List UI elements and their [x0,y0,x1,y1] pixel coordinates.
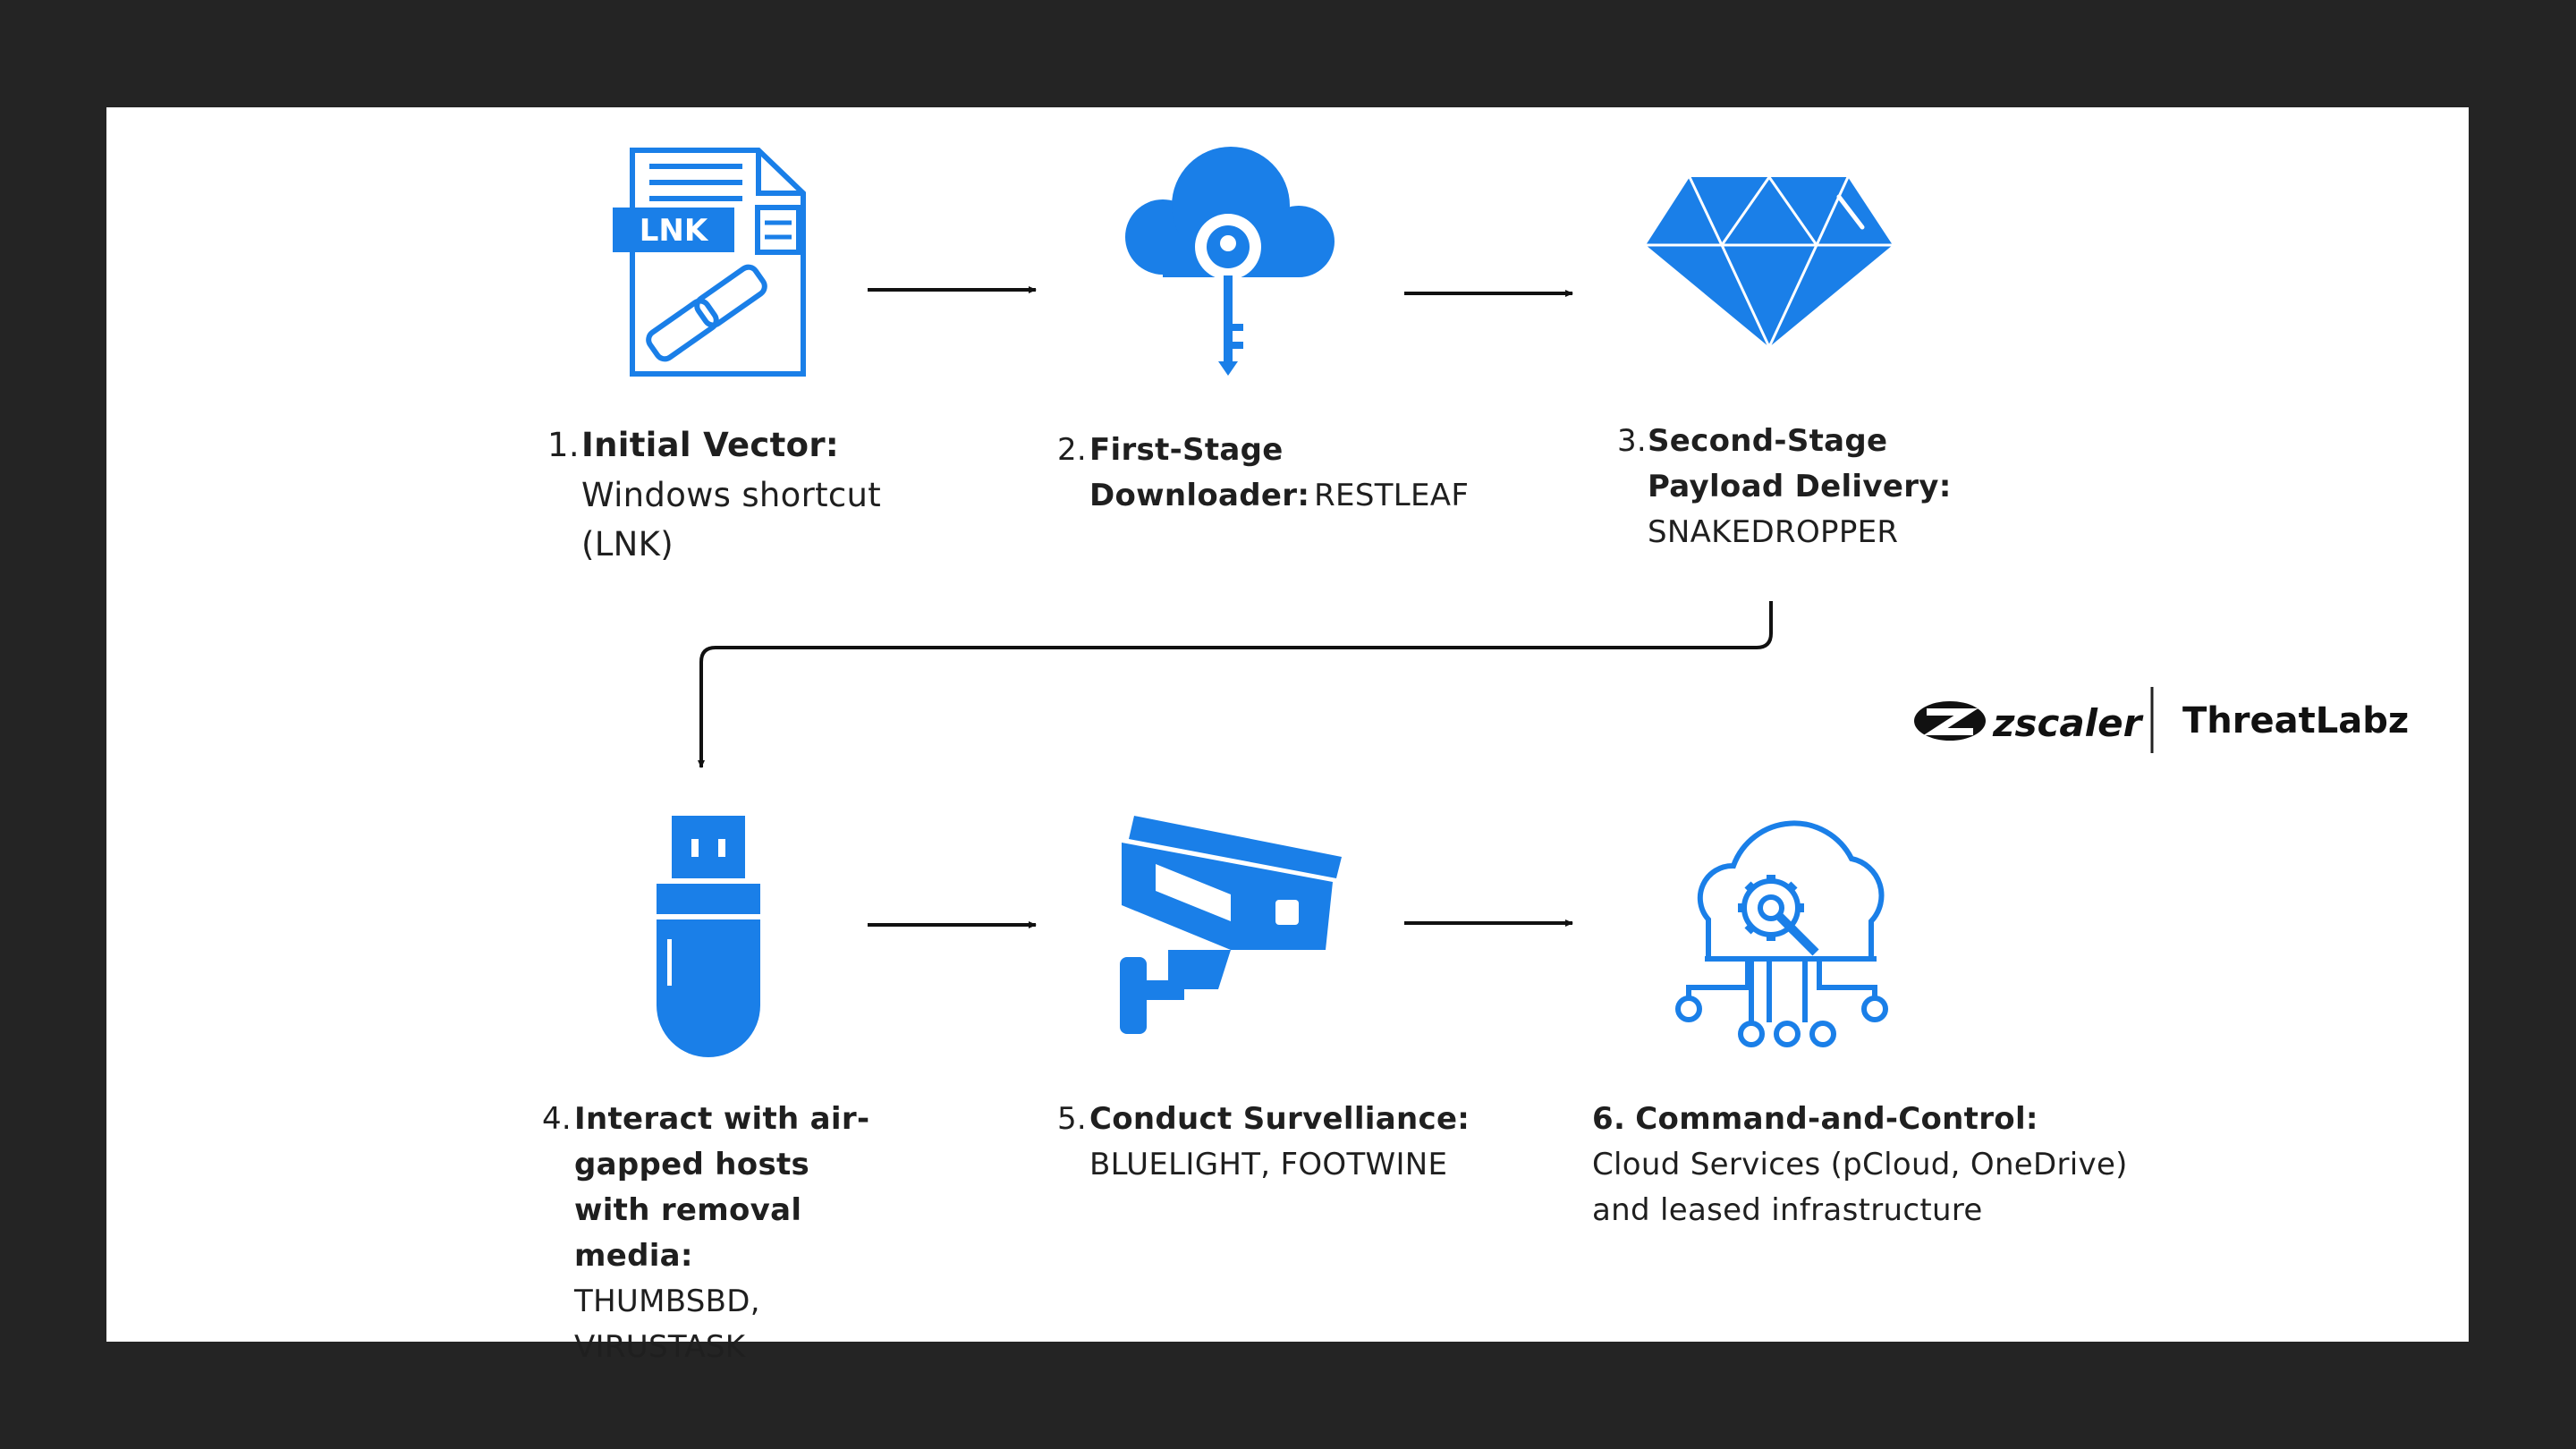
step-5-number: 5. [1057,1101,1088,1137]
step-2-number: 2. [1057,432,1088,468]
step-4-number: 4. [542,1101,572,1137]
step-1-detail: Windows shortcut (LNK) [581,475,882,564]
step-3-detail: SNAKEDROPPER [1648,514,1899,550]
zscaler-wordmark: zscaler [1993,700,2142,745]
step-5-title: Conduct Survelliance: [1089,1101,1470,1137]
step-3-label: 3. Second-Stage Payload Delivery: SNAKED… [1617,419,2038,555]
step-4-title: Interact with air-gapped hosts with remo… [574,1101,870,1274]
step-1-title: Initial Vector: [581,426,839,464]
zscaler-logo: zscaler [1993,696,2141,750]
arrow-3-to-4 [698,601,1773,768]
step-1-number: 1. [547,426,580,464]
step-2-label: 2. First-Stage Downloader: RESTLEAF [1057,428,1478,519]
zscaler-logo-mark [1914,701,1986,741]
step-6-title: Command-and-Control: [1635,1101,2038,1137]
usb-drive-icon [657,816,760,1057]
threatlabz-logo: ThreatLabz [2182,694,2409,748]
diamond-icon [1646,174,1893,351]
cloud-key-icon [1125,147,1335,376]
step-4-label: 4. Interact with air-gapped hosts with r… [542,1097,918,1370]
step-3-number: 3. [1617,423,1648,459]
step-5-detail: BLUELIGHT, FOOTWINE [1089,1147,1448,1182]
step-6-label: 6. Command-and-Control: Cloud Services (… [1592,1097,2129,1233]
security-camera-icon [1120,816,1342,1034]
cloud-gear-network-icon [1675,820,1888,1047]
threatlabz-wordmark: ThreatLabz [2182,700,2410,741]
step-6-number: 6. [1592,1101,1626,1137]
lnk-icon-text: LNK [640,213,709,249]
step-2-detail: RESTLEAF [1314,478,1470,513]
step-2-title: First-Stage Downloader: [1089,432,1310,513]
step-5-label: 5. Conduct Survelliance: BLUELIGHT, FOOT… [1057,1097,1504,1188]
step-1-label: 1. Initial Vector: Windows shortcut (LNK… [547,420,923,570]
lnk-file-icon: LNK [613,148,806,377]
step-4-detail: THUMBSBD, VIRUSTASK [574,1284,760,1365]
step-3-title: Second-Stage Payload Delivery: [1648,423,1952,504]
step-6-detail: Cloud Services (pCloud, OneDrive) and le… [1592,1147,2128,1228]
diagram-canvas [106,107,2469,1342]
